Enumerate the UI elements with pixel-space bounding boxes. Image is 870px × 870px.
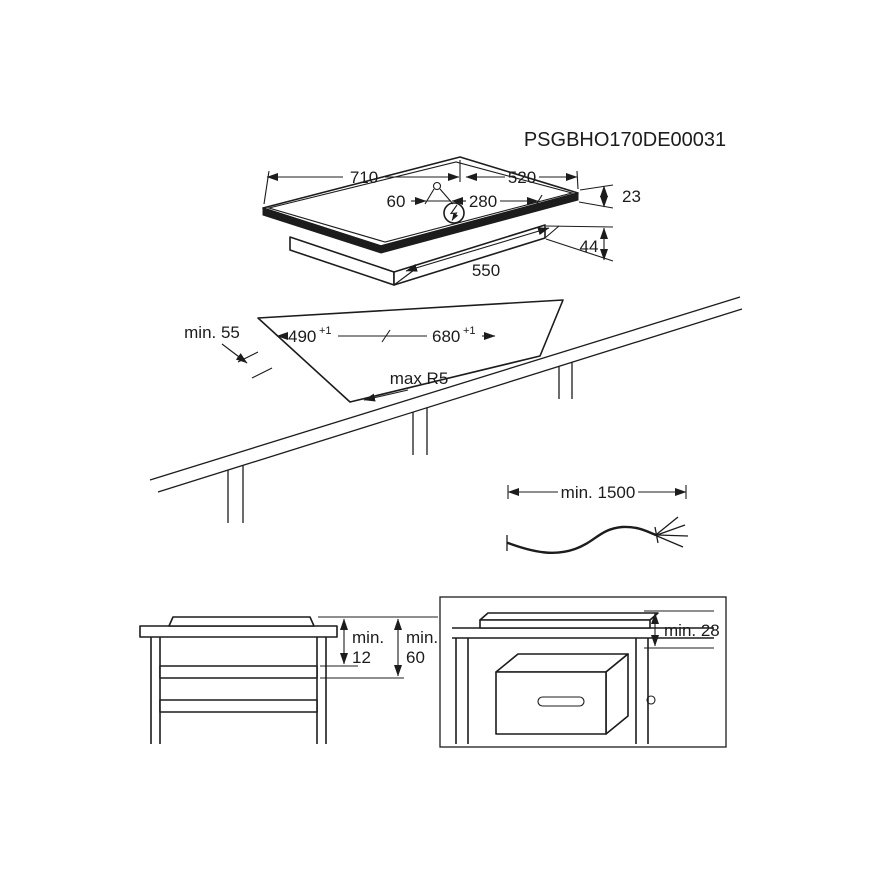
worktop-front-edge bbox=[149, 296, 743, 523]
dim-710: 710 bbox=[263, 160, 461, 205]
dim-44-label: 44 bbox=[580, 237, 599, 256]
dim-min12-value: 12 bbox=[352, 648, 371, 667]
dim-60-label: 60 bbox=[387, 192, 406, 211]
shelf-lower bbox=[159, 699, 318, 713]
dim-cable-entry: 60 280 bbox=[387, 181, 543, 211]
cable-entry-point bbox=[432, 181, 442, 191]
cutout-opening bbox=[257, 299, 564, 403]
shelf-clearance-view: min. 12 min. 60 bbox=[139, 616, 438, 744]
dim-520: 520 bbox=[465, 168, 579, 190]
shelf-upper bbox=[159, 665, 318, 679]
mains-cable: min. 1500 bbox=[506, 483, 689, 554]
dim-min-55: min. 55 bbox=[184, 323, 273, 379]
oven-handle bbox=[537, 696, 585, 707]
fixing-screw bbox=[646, 695, 656, 705]
hob-isometric-view: 710 520 60 280 bbox=[262, 156, 641, 286]
view-frame bbox=[439, 596, 727, 748]
dim-min60-value: 60 bbox=[406, 648, 425, 667]
hob-profile bbox=[168, 616, 315, 627]
cable-length-label: min. 1500 bbox=[561, 483, 636, 502]
dim-710-label: 710 bbox=[350, 168, 378, 187]
dim-23: 23 bbox=[578, 184, 641, 209]
dim-min28-label: min. 28 bbox=[664, 621, 720, 640]
dim-min60-word: min. bbox=[406, 628, 438, 647]
dim-44: 44 bbox=[545, 225, 614, 262]
dim-520-label: 520 bbox=[508, 168, 536, 187]
dim-min55-label: min. 55 bbox=[184, 323, 240, 342]
hob-glass-edge bbox=[262, 192, 579, 254]
hob-top-face bbox=[479, 612, 659, 621]
dim-550-label: 550 bbox=[472, 261, 500, 280]
oven-front bbox=[495, 671, 607, 735]
power-connection-icon bbox=[443, 202, 465, 224]
product-code: PSGBHO170DE00031 bbox=[524, 129, 726, 151]
dim-680-tolerance: +1 bbox=[463, 325, 476, 337]
cable-curve bbox=[506, 525, 658, 554]
worktop-cutout-view: 490 +1 680 +1 min. 55 max R5 bbox=[184, 299, 564, 403]
hob-front-face bbox=[479, 619, 651, 629]
dim-490-tolerance: +1 bbox=[319, 325, 332, 337]
oven-clearance-view: min. 28 bbox=[439, 596, 727, 748]
dim-490-label: 490 bbox=[288, 327, 316, 346]
dim-23-label: 23 bbox=[622, 187, 641, 206]
dim-min12-word: min. bbox=[352, 628, 384, 647]
dim-550: 550 bbox=[393, 225, 560, 286]
counter-section bbox=[139, 625, 338, 638]
dim-maxr5-label: max R5 bbox=[390, 369, 449, 388]
dim-280-label: 280 bbox=[469, 192, 497, 211]
dim-max-r5: max R5 bbox=[363, 369, 449, 402]
dim-680-label: 680 bbox=[432, 327, 460, 346]
